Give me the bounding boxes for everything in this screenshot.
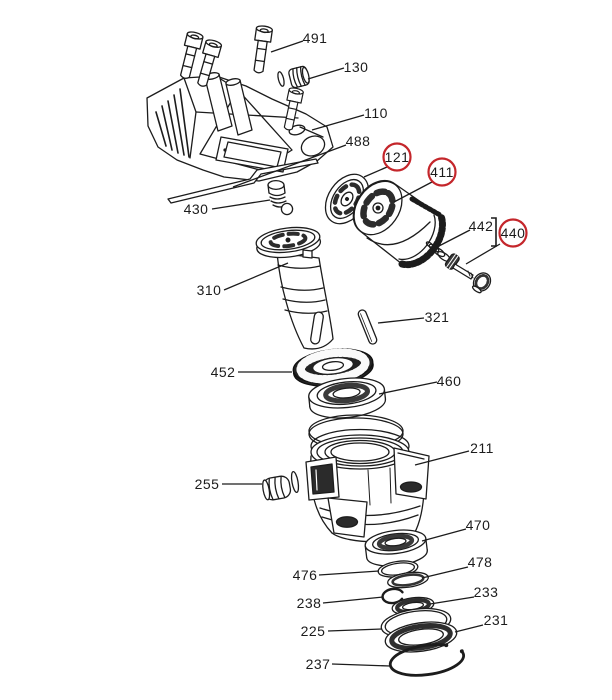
leader-line [393, 181, 433, 203]
leader-line [331, 663, 391, 667]
leader-line [436, 229, 471, 248]
part-label-121: 121 [363, 142, 412, 178]
leader-line [270, 40, 304, 53]
leader-line [311, 114, 365, 131]
part-number: 321 [425, 309, 450, 325]
part-number: 121 [385, 149, 410, 165]
pin-icon [357, 309, 378, 345]
part-number: 130 [344, 59, 369, 75]
part-number: 310 [197, 282, 222, 298]
part-number: 430 [184, 201, 209, 217]
part-label-491: 491 [270, 30, 328, 53]
leader-line [377, 317, 425, 324]
part-number: 488 [346, 133, 371, 149]
part-number: 411 [430, 164, 454, 180]
retaining-ring-icon [388, 643, 465, 677]
leader-line [363, 166, 388, 178]
part-number: 442 [469, 218, 494, 234]
part-label-452: 452 [211, 364, 292, 380]
leader-line [378, 381, 438, 395]
highlight-circle [382, 142, 412, 172]
plug-icon [262, 470, 300, 501]
part-number: 255 [195, 476, 220, 492]
part-number: 238 [297, 595, 322, 611]
end-cap-housing-icon [146, 72, 334, 182]
part-label-470: 470 [421, 517, 491, 542]
part-number: 110 [364, 105, 388, 121]
part-label-460: 460 [378, 373, 462, 395]
part-number: 233 [474, 584, 499, 600]
bracket [491, 217, 497, 247]
part-label-310: 310 [197, 262, 289, 298]
part-label-233: 233 [429, 584, 499, 605]
part-number: 476 [293, 567, 318, 583]
leader-line [318, 570, 380, 576]
leader-line [414, 450, 470, 466]
drive-shaft-icon [255, 226, 334, 350]
leader-line [211, 199, 271, 210]
part-number: 231 [484, 612, 509, 628]
leader-line [307, 67, 345, 80]
part-number: 237 [306, 656, 331, 672]
highlight-circle [498, 218, 528, 248]
part-label-430: 430 [184, 199, 271, 217]
part-label-110: 110 [311, 105, 388, 131]
part-label-130: 130 [307, 59, 369, 80]
leader-line [465, 243, 501, 265]
part-number: 460 [437, 373, 462, 389]
part-number: 225 [301, 623, 326, 639]
plug-icon [277, 65, 310, 89]
part-number: 211 [470, 440, 494, 456]
part-label-476: 476 [293, 567, 380, 583]
part-label-231: 231 [454, 612, 509, 633]
part-label-411: 411 [393, 157, 457, 203]
relief-valve-icon [444, 253, 492, 294]
leader-line [327, 628, 383, 632]
leader-line [223, 262, 289, 291]
part-label-225: 225 [301, 623, 383, 639]
part-number: 452 [211, 364, 236, 380]
leader-line [454, 624, 484, 633]
seal-ring-icon [384, 621, 458, 653]
part-label-321: 321 [377, 309, 450, 325]
leader-line [421, 528, 467, 542]
part-number: 440 [501, 225, 526, 241]
leader-line [421, 566, 469, 579]
part-label-440: 440 [465, 218, 528, 265]
part-label-442: 442 [436, 217, 497, 248]
leader-line [322, 596, 384, 604]
part-number: 478 [468, 554, 493, 570]
labels-layer: 491 130 110 488 121 411 430 442 440 310 321 452 460 2… [184, 30, 528, 672]
spring-screw-icon [267, 179, 294, 216]
leader-line [429, 596, 475, 605]
part-label-255: 255 [195, 476, 262, 492]
bearing-icon [308, 377, 387, 419]
highlight-circle [427, 157, 457, 187]
part-number: 470 [466, 517, 491, 533]
part-label-478: 478 [421, 554, 493, 579]
part-label-211: 211 [414, 440, 494, 466]
cylinder-block-icon [352, 179, 446, 269]
leader-line [232, 144, 347, 188]
part-label-488: 488 [232, 133, 371, 188]
part-label-237: 237 [306, 656, 391, 672]
part-label-238: 238 [297, 595, 384, 611]
main-housing-icon [305, 434, 430, 543]
part-number: 491 [303, 30, 328, 46]
